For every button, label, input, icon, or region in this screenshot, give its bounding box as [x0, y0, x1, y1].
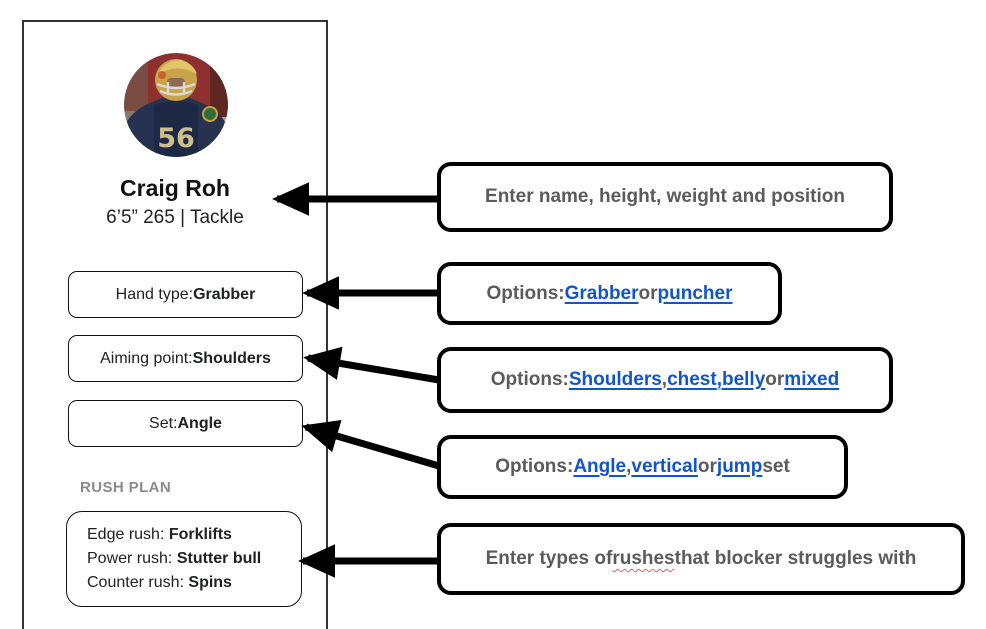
callout-set-prefix: Options:: [495, 456, 574, 477]
callout-aim-prefix: Options:: [490, 369, 569, 390]
callout-name: Enter name, height, weight and position: [437, 162, 893, 232]
player-details: 6’5” 265 | Tackle: [106, 207, 244, 228]
callout-rushes-prefix: Enter types of: [485, 548, 613, 569]
callout-aim-comma1: ,: [661, 369, 668, 390]
aiming-point-label: Aiming point:: [100, 349, 193, 367]
callout-aim-or: or: [765, 369, 785, 390]
aiming-point-field: Aiming point: Shoulders: [68, 335, 303, 382]
link-puncher[interactable]: puncher: [657, 282, 733, 304]
hand-type-value: Grabber: [193, 285, 256, 303]
counter-rush-row: Counter rush: Spins: [87, 571, 301, 595]
arrow-aiming-point: [303, 346, 440, 384]
callout-aiming-point: Options: Shoulders, chest, belly or mixe…: [437, 347, 893, 413]
callout-hand-or: or: [638, 282, 658, 304]
counter-rush-label: Counter rush:: [87, 574, 189, 591]
link-jump[interactable]: jump: [716, 456, 763, 477]
power-rush-row: Power rush: Stutter bull: [87, 547, 301, 571]
callout-rushes-suffix: that blocker struggles with: [674, 548, 917, 569]
link-mixed[interactable]: mixed: [784, 369, 840, 390]
link-shoulders[interactable]: Shoulders: [568, 369, 662, 390]
callout-hand-prefix: Options:: [486, 282, 565, 304]
callout-rushes-misspelled-word: rushes: [612, 548, 675, 569]
link-chest-comma: ,: [716, 369, 722, 390]
player-name: Craig Roh: [120, 175, 230, 201]
callout-hand-type: Options: Grabber or puncher: [437, 262, 782, 325]
set-label: Set:: [149, 414, 178, 432]
link-belly[interactable]: belly: [721, 369, 766, 390]
rush-plan-heading: RUSH PLAN: [80, 479, 172, 496]
svg-text:56: 56: [157, 123, 195, 154]
power-rush-value: Stutter bull: [176, 550, 262, 567]
set-value: Angle: [177, 414, 222, 432]
callout-set: Options: Angle, vertical or jump set: [437, 435, 848, 499]
edge-rush-label: Edge rush:: [87, 526, 169, 543]
counter-rush-value: Spins: [188, 574, 232, 591]
callout-set-comma: ,: [626, 456, 632, 477]
power-rush-label: Power rush:: [87, 550, 177, 567]
hand-type-field: Hand type: Grabber: [68, 271, 303, 318]
rush-plan-box: Edge rush: Forklifts Power rush: Stutter…: [66, 511, 302, 607]
edge-rush-row: Edge rush: Forklifts: [87, 523, 301, 547]
callout-set-or: or: [697, 456, 717, 477]
set-field: Set: Angle: [68, 400, 303, 447]
link-vertical[interactable]: vertical: [631, 456, 698, 477]
callout-rush-plan: Enter types of rushes that blocker strug…: [437, 523, 965, 595]
link-grabber[interactable]: Grabber: [564, 282, 639, 304]
arrow-set: [301, 419, 440, 470]
callout-name-text: Enter name, height, weight and position: [485, 186, 845, 207]
link-angle[interactable]: Angle: [573, 456, 627, 477]
hand-type-label: Hand type:: [115, 285, 194, 303]
player-card: 56 Craig Roh 6’5” 265 | Tackle: [22, 20, 328, 629]
callout-set-suffix: set: [762, 456, 790, 477]
edge-rush-value: Forklifts: [168, 526, 232, 543]
aiming-point-value: Shoulders: [192, 349, 271, 367]
link-chest[interactable]: chest: [667, 369, 717, 390]
